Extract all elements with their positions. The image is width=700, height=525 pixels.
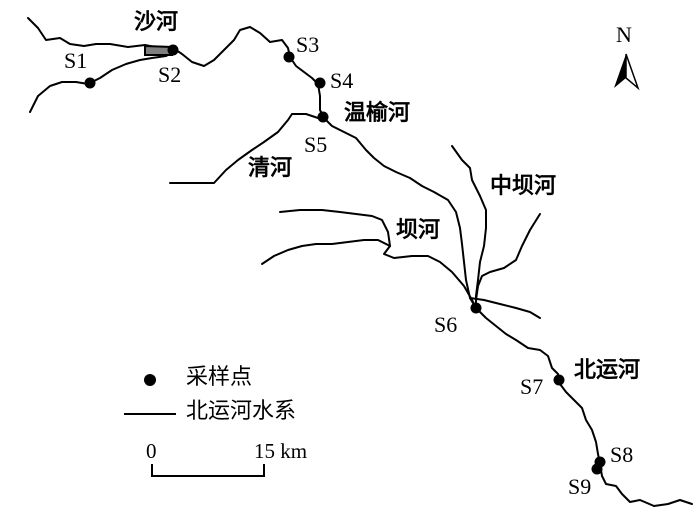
scale-bar <box>151 464 265 477</box>
sample-point-s2 <box>167 44 179 56</box>
scale-start-label: 0 <box>146 439 157 463</box>
river-zhongba <box>451 145 487 309</box>
river-label-beiyun: 北运河 <box>574 358 641 383</box>
site-label-s8: S8 <box>610 442 634 467</box>
river-bahe-north <box>279 209 477 309</box>
river-qinghe <box>169 113 323 184</box>
sample-point-s5 <box>317 111 329 123</box>
river-zhongba-east2 <box>469 297 541 319</box>
river-label-wenyu: 温榆河 <box>344 101 411 126</box>
river-label-qinghe: 清河 <box>248 156 293 181</box>
sample-point-s9 <box>591 463 603 475</box>
river-shahe-main <box>27 17 477 309</box>
river-label-zhongba: 中坝河 <box>490 174 557 199</box>
sample-point-s4 <box>314 77 326 89</box>
sample-point-s6 <box>470 302 482 314</box>
sample-point-s1 <box>84 77 96 89</box>
sample-point-s7 <box>553 374 565 386</box>
sample-point-s3 <box>283 51 295 63</box>
north-label: N <box>616 22 632 47</box>
river-beiyun-lower <box>475 307 693 507</box>
site-label-s3: S3 <box>296 32 320 57</box>
site-label-s1: S1 <box>64 48 88 73</box>
legend-line-label: 北运河水系 <box>186 399 297 424</box>
scale-end-label: 15 km <box>254 439 308 463</box>
site-label-s7: S7 <box>520 374 544 399</box>
river-shahe-lower <box>29 51 175 113</box>
site-label-s6: S6 <box>434 312 458 337</box>
legend-point-icon <box>144 374 156 386</box>
legend-point-label: 采样点 <box>186 365 253 390</box>
river-label-bahe: 坝河 <box>396 218 441 243</box>
site-label-s4: S4 <box>330 68 354 93</box>
river-bahe-south <box>261 239 391 265</box>
site-label-s2: S2 <box>158 62 182 87</box>
river-zhongba-east <box>475 213 541 301</box>
river-label-shahe: 沙河 <box>134 10 179 35</box>
north-arrow-icon <box>614 53 640 91</box>
site-label-s9: S9 <box>568 474 592 499</box>
site-label-s5: S5 <box>304 132 328 157</box>
